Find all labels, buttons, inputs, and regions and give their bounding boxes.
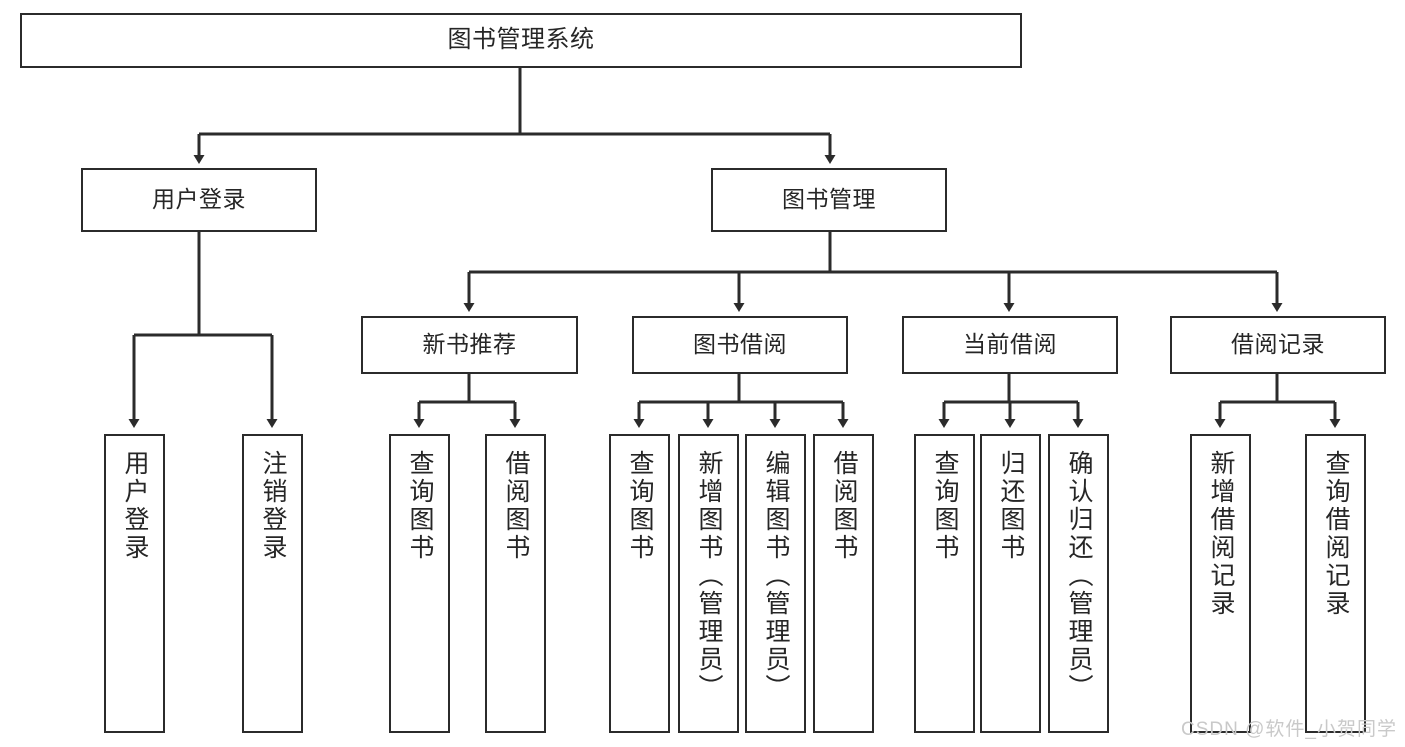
leaf-query-book-borrow[interactable]: 查询图书 — [609, 434, 670, 733]
node-label: 查询借阅记录 — [1322, 450, 1350, 618]
leaf-query-book-recommend[interactable]: 查询图书 — [389, 434, 450, 733]
leaf-borrow-book-recommend[interactable]: 借阅图书 — [485, 434, 546, 733]
leaf-borrow-book-borrow[interactable]: 借阅图书 — [813, 434, 874, 733]
node-label: 查询图书 — [626, 450, 654, 562]
leaf-confirm-return-admin[interactable]: 确认归还（管理员） — [1048, 434, 1109, 733]
node-book-borrow[interactable]: 图书借阅 — [632, 316, 848, 374]
leaf-logout[interactable]: 注销登录 — [242, 434, 303, 733]
leaf-query-book-current[interactable]: 查询图书 — [914, 434, 975, 733]
node-label: 用户登录 — [152, 186, 246, 213]
leaf-return-book[interactable]: 归还图书 — [980, 434, 1041, 733]
node-label: 注销登录 — [259, 450, 287, 562]
node-label: 当前借阅 — [963, 331, 1057, 358]
node-label: 图书管理 — [782, 186, 876, 213]
node-user-login[interactable]: 用户登录 — [81, 168, 317, 232]
node-label: 借阅图书 — [502, 450, 530, 562]
node-label: 新增图书（管理员） — [695, 450, 723, 702]
leaf-user-login[interactable]: 用户登录 — [104, 434, 165, 733]
node-label: 查询图书 — [406, 450, 434, 562]
node-label: 图书管理系统 — [447, 26, 595, 54]
leaf-edit-book-admin[interactable]: 编辑图书（管理员） — [745, 434, 806, 733]
node-book-management[interactable]: 图书管理 — [711, 168, 947, 232]
node-root-book-management-system[interactable]: 图书管理系统 — [20, 13, 1022, 68]
node-label: 借阅图书 — [830, 450, 858, 562]
watermark-text: CSDN @软件_小贺同学 — [1181, 719, 1397, 740]
node-label: 编辑图书（管理员） — [762, 450, 790, 702]
node-label: 确认归还（管理员） — [1065, 450, 1093, 702]
node-label: 借阅记录 — [1231, 331, 1325, 358]
node-label: 新书推荐 — [422, 331, 517, 358]
node-label: 用户登录 — [121, 450, 149, 562]
node-borrow-record[interactable]: 借阅记录 — [1170, 316, 1386, 374]
node-label: 查询图书 — [931, 450, 959, 562]
node-current-borrow[interactable]: 当前借阅 — [902, 316, 1118, 374]
leaf-query-borrow-record[interactable]: 查询借阅记录 — [1305, 434, 1366, 733]
node-label: 图书借阅 — [693, 331, 787, 358]
node-label: 归还图书 — [997, 450, 1025, 562]
leaf-add-book-admin[interactable]: 新增图书（管理员） — [678, 434, 739, 733]
node-new-book-recommend[interactable]: 新书推荐 — [361, 316, 578, 374]
node-label: 新增借阅记录 — [1207, 450, 1235, 618]
leaf-add-borrow-record[interactable]: 新增借阅记录 — [1190, 434, 1251, 733]
